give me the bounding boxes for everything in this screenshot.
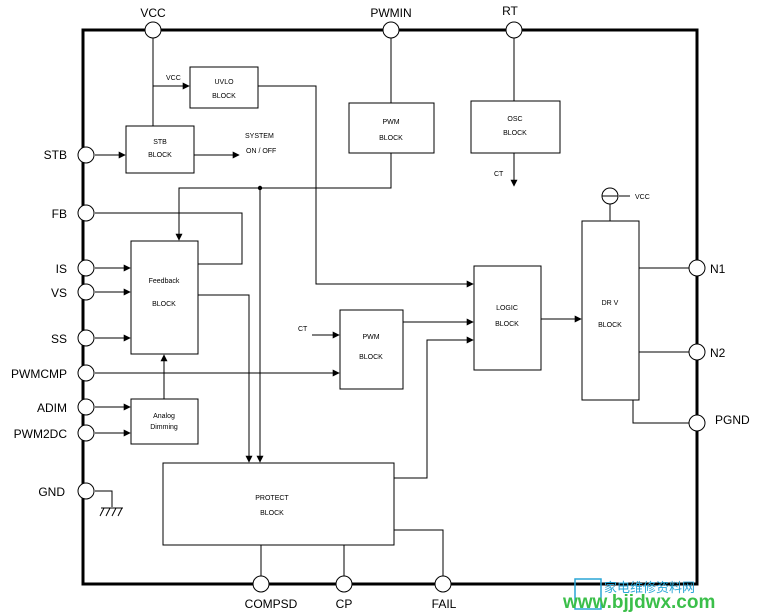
pin-label-fb: FB — [52, 207, 67, 221]
pin-node-gnd — [77, 482, 95, 500]
pin-label-adim: ADIM — [37, 401, 67, 415]
logic-block: LOGIC BLOCK — [473, 265, 542, 371]
pwm-block-mid-line2: BLOCK — [359, 354, 383, 361]
stb-block: STB BLOCK — [125, 125, 195, 174]
pin-node-cp — [335, 575, 353, 593]
analog-block-line1: Analog — [153, 413, 175, 420]
pin-label-compsd: COMPSD — [245, 597, 298, 611]
pin-label-n1: N1 — [710, 262, 726, 276]
stb-block-line2: BLOCK — [148, 152, 172, 159]
analog-dimming-block: Analog Dimming — [130, 398, 199, 445]
junction-dot — [257, 185, 263, 191]
pin-node-compsd — [252, 575, 270, 593]
drv-vcc-label: VCC — [635, 194, 650, 201]
system-label-line2: ON / OFF — [246, 148, 276, 155]
pin-label-ss: SS — [51, 332, 67, 346]
drv-block: DR V BLOCK — [581, 220, 640, 401]
logic-block-line1: LOGIC — [496, 305, 518, 312]
pin-label-fail: FAIL — [432, 597, 457, 611]
pwm-block-top-line1: PWM — [382, 119, 399, 126]
pin-node-fail — [434, 575, 452, 593]
osc-ct-label: CT — [494, 171, 504, 178]
pwm-block-top: PWM BLOCK — [348, 102, 435, 154]
pin-node-rt — [505, 21, 523, 39]
protect-block: PROTECT BLOCK — [162, 462, 395, 546]
pin-node-ss — [77, 329, 95, 347]
pin-label-pwmcmp: PWMCMP — [11, 367, 67, 381]
uvlo-block: UVLO BLOCK — [189, 66, 259, 109]
pin-node-pwm2dc — [77, 424, 95, 442]
pin-label-gnd: GND — [38, 485, 65, 499]
feedback-block: Feedback BLOCK — [130, 240, 199, 355]
pin-label-pwm2dc: PWM2DC — [14, 427, 68, 441]
wiring — [95, 38, 689, 576]
uvlo-block-line1: UVLO — [214, 79, 234, 86]
pwm-block-mid-line1: PWM — [362, 334, 379, 341]
pin-label-is: IS — [56, 262, 67, 276]
system-label-line1: SYSTEM — [245, 133, 274, 140]
feedback-block-line1: Feedback — [149, 278, 180, 285]
pin-label-pwmin: PWMIN — [370, 6, 411, 20]
osc-block-line2: BLOCK — [503, 130, 527, 137]
feedback-block-line2: BLOCK — [152, 301, 176, 308]
pwm-block-top-line2: BLOCK — [379, 135, 403, 142]
pin-node-is — [77, 259, 95, 277]
watermark-url: www.bjjdwx.com — [562, 592, 715, 613]
pin-label-cp: CP — [336, 597, 353, 611]
pin-label-rt: RT — [502, 4, 518, 18]
ground-symbol — [99, 507, 123, 517]
pin-label-n2: N2 — [710, 346, 726, 360]
osc-block: OSC BLOCK — [470, 100, 561, 154]
pin-label-vs: VS — [51, 286, 67, 300]
drv-block-line2: BLOCK — [598, 322, 622, 329]
protect-block-line1: PROTECT — [255, 495, 289, 502]
pin-node-pwmcmp — [77, 364, 95, 382]
pin-node-pwmin — [382, 21, 400, 39]
pin-node-pgnd — [688, 414, 706, 432]
analog-block-line2: Dimming — [150, 424, 178, 431]
pin-node-fb — [77, 204, 95, 222]
protect-block-line2: BLOCK — [260, 510, 284, 517]
drv-block-line1: DR V — [602, 300, 619, 307]
logic-block-line2: BLOCK — [495, 321, 519, 328]
pin-label-stb: STB — [44, 148, 67, 162]
osc-block-line1: OSC — [507, 116, 522, 123]
pin-nodes — [77, 21, 706, 593]
watermark: 家电维修资料网 www.bjjdwx.com — [562, 578, 715, 613]
pin-node-stb — [77, 146, 95, 164]
pin-node-adim — [77, 398, 95, 416]
pwm-ct-label: CT — [298, 326, 308, 333]
pin-node-n2 — [688, 343, 706, 361]
stb-block-line1: STB — [153, 139, 167, 146]
pin-label-vcc: VCC — [140, 6, 166, 20]
pin-label-pgnd: PGND — [715, 413, 750, 427]
watermark-chinese: 家电维修资料网 — [604, 580, 695, 596]
pin-node-n1 — [688, 259, 706, 277]
pin-node-vcc — [144, 21, 162, 39]
pin-node-vs — [77, 283, 95, 301]
uvlo-block-line2: BLOCK — [212, 93, 236, 100]
pwm-block-mid: PWM BLOCK — [339, 309, 404, 390]
uvlo-vcc-label: VCC — [166, 75, 181, 82]
